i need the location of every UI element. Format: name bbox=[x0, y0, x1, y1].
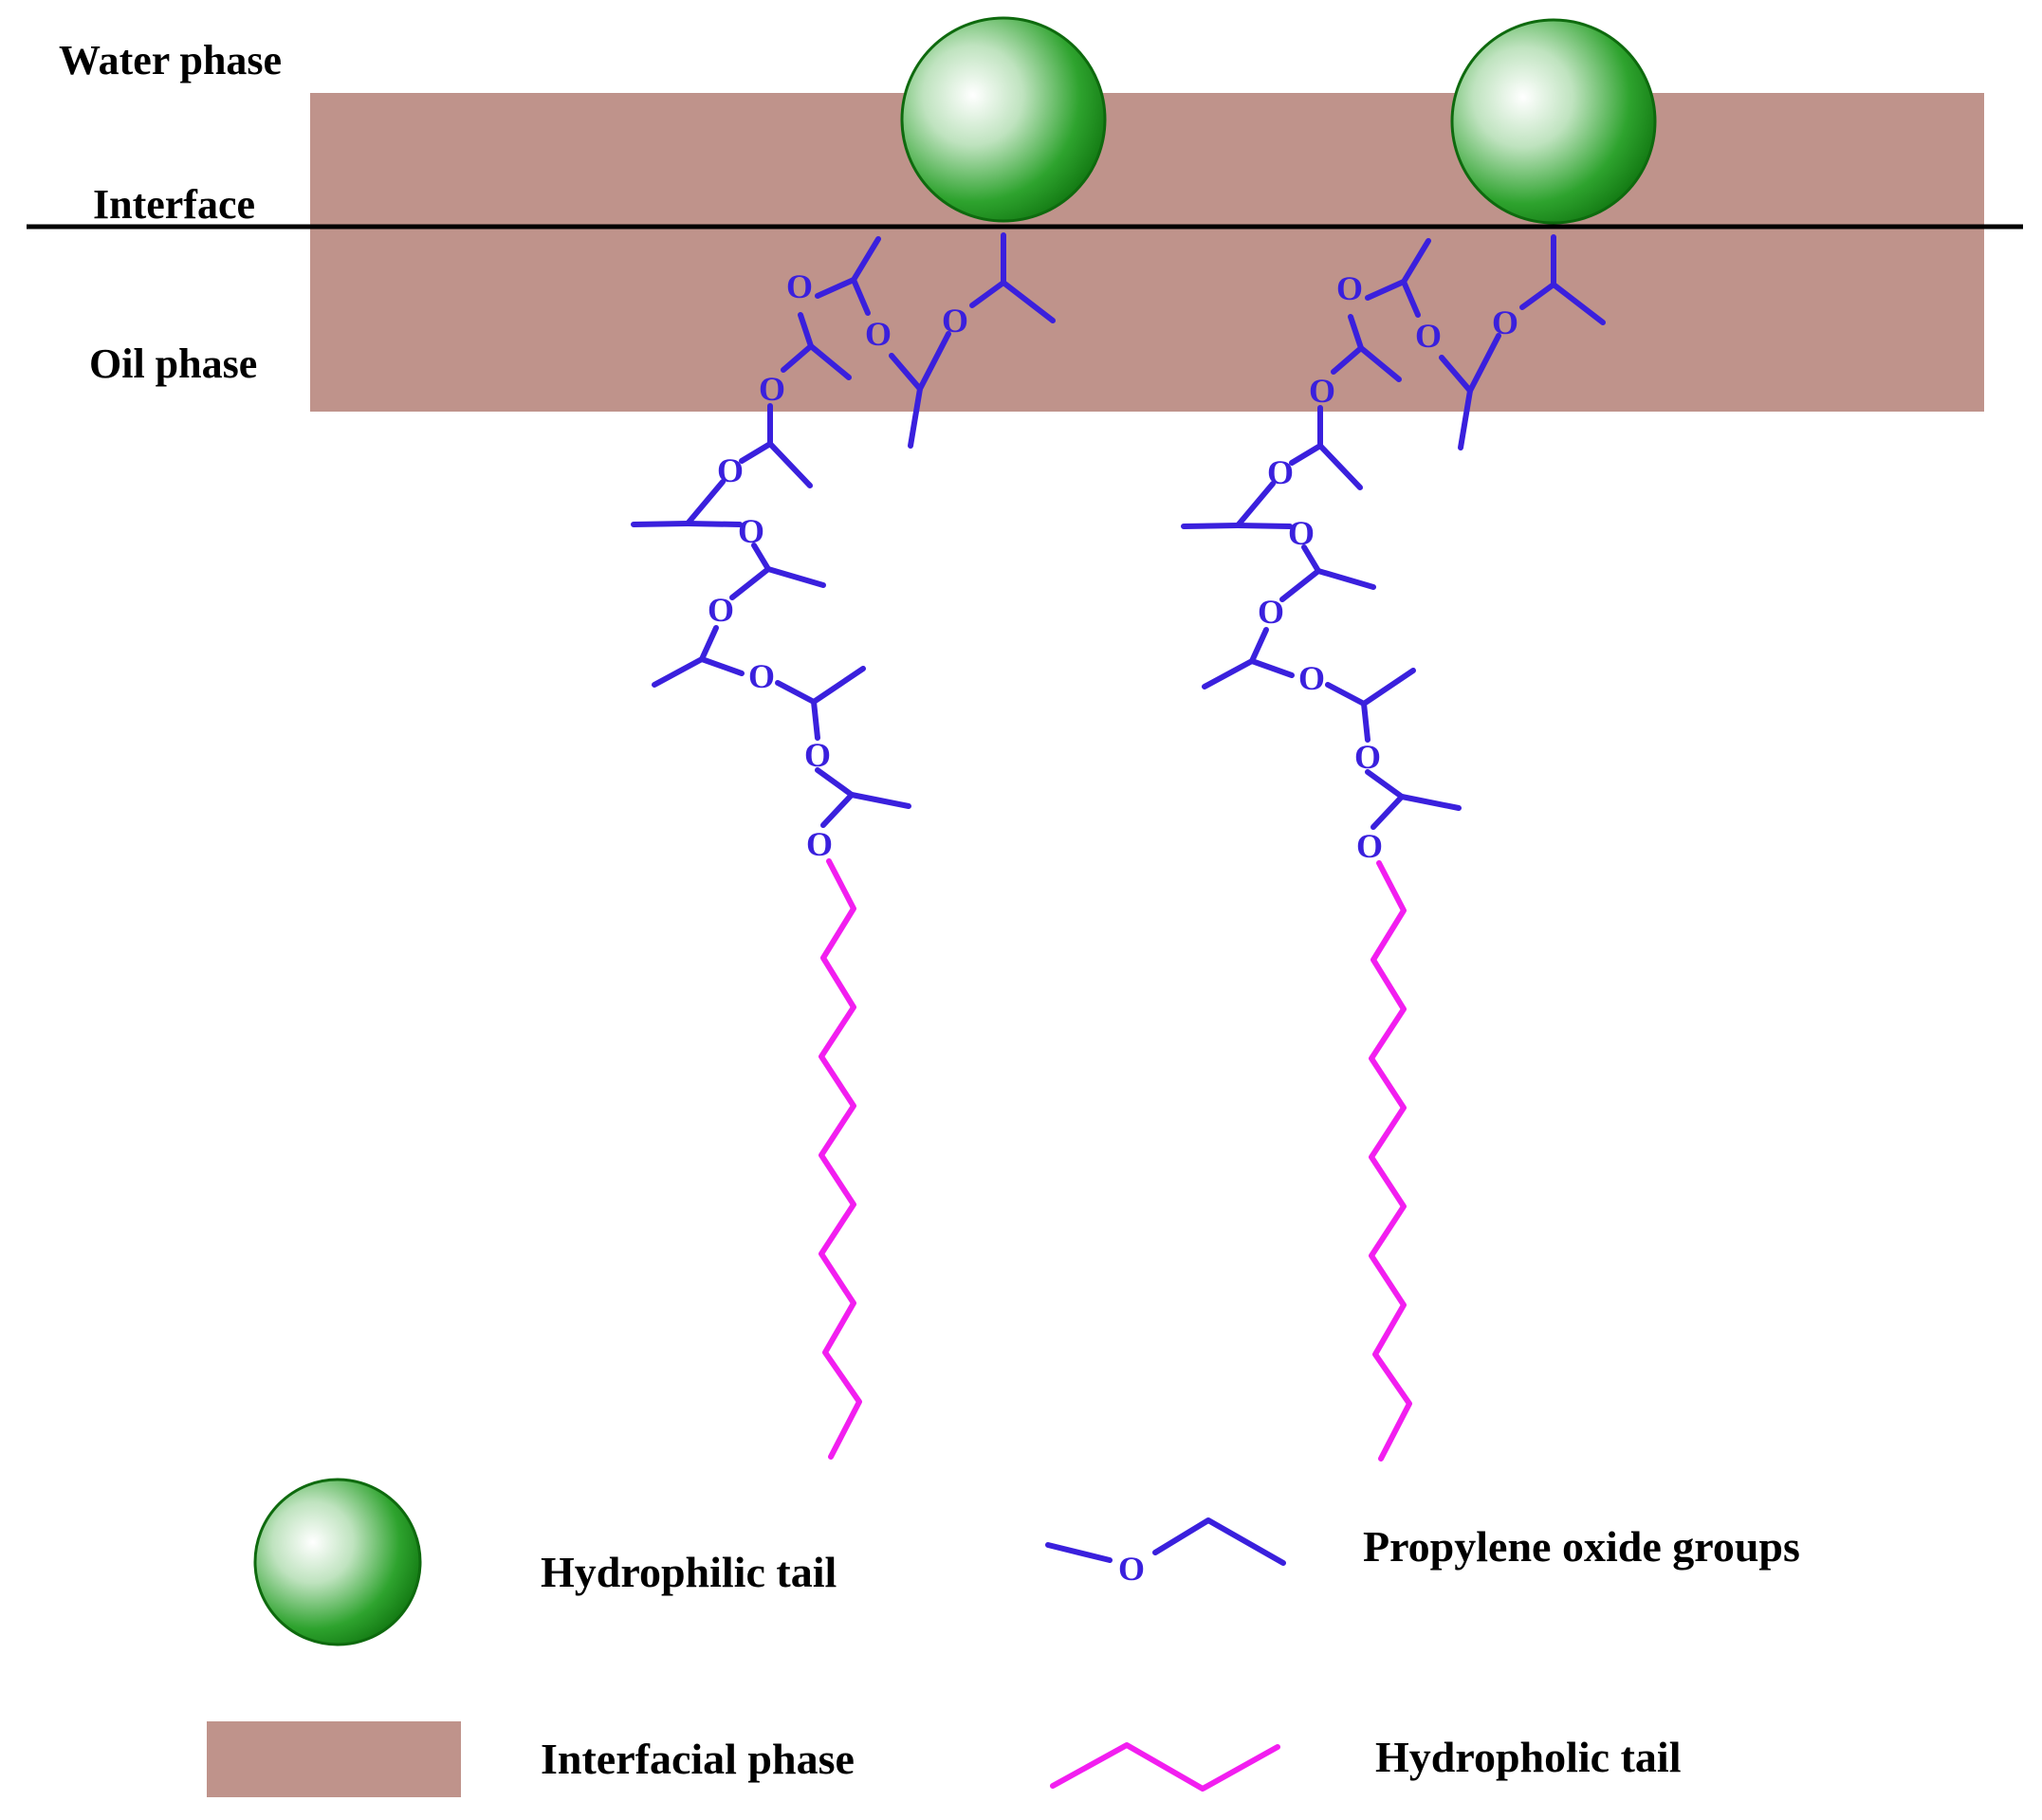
oxygen-atom: O bbox=[738, 512, 764, 550]
oxygen-atom: O bbox=[1267, 453, 1294, 491]
hydrophobic-tail bbox=[1369, 860, 1412, 1462]
water-phase-label: Water phase bbox=[59, 37, 282, 83]
oxygen-atom: O bbox=[1309, 372, 1335, 410]
oxygen-atom: O bbox=[1258, 593, 1284, 631]
oxygen-atom: O bbox=[708, 591, 734, 629]
oxygen-atom: O bbox=[1492, 303, 1518, 341]
legend-interfacial-label: Interfacial phase bbox=[541, 1735, 855, 1783]
legend-hydrophobic-label: Hydropholic tail bbox=[1375, 1733, 1681, 1781]
propylene-oxide-chain bbox=[631, 232, 1056, 828]
hydrophobic-tail bbox=[819, 858, 862, 1460]
hydrophilic-head-sphere bbox=[1450, 18, 1657, 225]
interface-label: Interface bbox=[93, 181, 255, 228]
oxygen-atom: O bbox=[806, 825, 833, 863]
propylene-oxide-zigzag-icon: O bbox=[1045, 1517, 1286, 1588]
oxygen-atom: O bbox=[1356, 827, 1383, 865]
propylene-oxide-chain bbox=[1181, 234, 1606, 830]
hydrophilic-head-sphere bbox=[900, 16, 1107, 223]
oxygen-atom: O bbox=[717, 451, 744, 489]
green-sphere-icon bbox=[253, 1478, 422, 1646]
oxygen-atom: O bbox=[804, 736, 831, 774]
surfactant-molecule-1: O O O O O O O O O O bbox=[631, 16, 1107, 1460]
oxygen-atom: O bbox=[942, 302, 968, 340]
oxygen-atom: O bbox=[865, 315, 892, 353]
oxygen-atom: O bbox=[1298, 659, 1325, 697]
oxygen-atom: O bbox=[1354, 738, 1381, 776]
oxygen-atom: O bbox=[1415, 317, 1442, 355]
legend: Hydrophilic tail Interfacial phase O Pro… bbox=[207, 1478, 1800, 1797]
legend-hydrophilic-label: Hydrophilic tail bbox=[541, 1548, 837, 1596]
oxygen-atom: O bbox=[1288, 514, 1315, 552]
oxygen-atom: O bbox=[759, 370, 785, 408]
oxygen-atom: O bbox=[786, 267, 813, 305]
interfacial-phase-band bbox=[310, 93, 1984, 412]
zigzag-chain-icon bbox=[1050, 1742, 1280, 1792]
oxygen-atom: O bbox=[1336, 269, 1363, 307]
legend-propylene-label: Propylene oxide groups bbox=[1363, 1522, 1800, 1571]
oxygen-atom: O bbox=[748, 657, 775, 695]
oil-phase-label: Oil phase bbox=[89, 340, 257, 387]
interfacial-phase-swatch bbox=[207, 1721, 461, 1797]
surfactant-molecule-2: O O O O O O O O O O bbox=[1181, 18, 1657, 1462]
oxygen-atom: O bbox=[1118, 1550, 1145, 1588]
